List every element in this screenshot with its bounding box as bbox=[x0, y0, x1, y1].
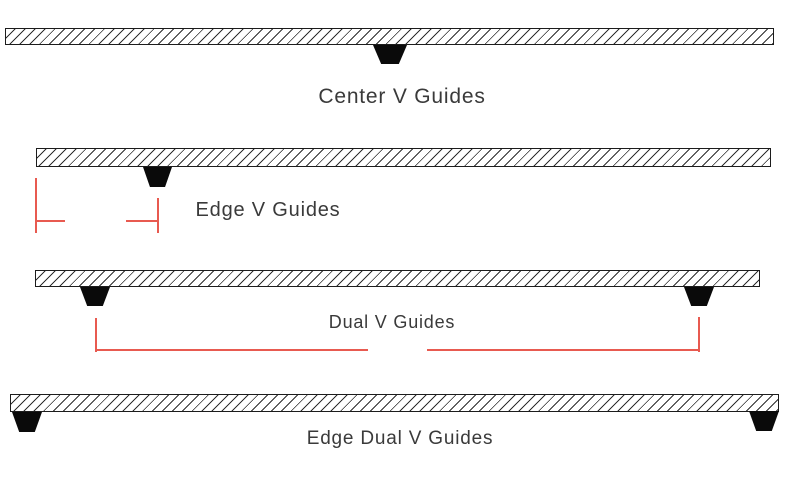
dimension-line-segment-left bbox=[35, 220, 65, 222]
dimension-line-segment-right bbox=[427, 349, 700, 351]
v-guide-icon bbox=[684, 287, 714, 306]
v-guide-icon bbox=[80, 287, 110, 306]
section-label: Edge Dual V Guides bbox=[306, 428, 494, 449]
dimension-extension-right bbox=[157, 198, 159, 233]
section-label: Edge V Guides bbox=[195, 199, 341, 221]
dimension-line-segment-left bbox=[95, 349, 368, 351]
v-guide-icon bbox=[12, 412, 42, 432]
section-label: Center V Guides bbox=[318, 85, 486, 108]
dimension-line-segment-right bbox=[126, 220, 159, 222]
dimension-extension-left bbox=[35, 178, 37, 233]
section-label: Dual V Guides bbox=[328, 312, 456, 332]
v-guide-icon bbox=[749, 411, 779, 431]
belt-bar bbox=[35, 270, 760, 287]
v-guide-icon bbox=[373, 45, 407, 64]
dimension-extension-left bbox=[95, 318, 97, 352]
belt-bar bbox=[10, 394, 779, 412]
belt-bar bbox=[5, 28, 774, 45]
belt-bar bbox=[36, 148, 771, 167]
v-guide-icon bbox=[143, 167, 172, 187]
dimension-extension-right bbox=[698, 317, 700, 352]
